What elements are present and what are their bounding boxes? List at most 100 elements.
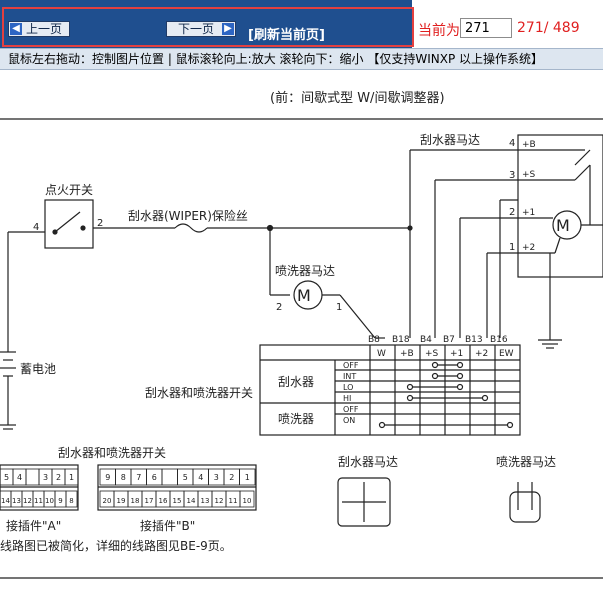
b-label-2: B4: [420, 335, 432, 345]
connector-pin-number: 3: [43, 473, 48, 482]
connector-pin-number: 2: [56, 473, 61, 482]
connector-pin-number: 12: [215, 497, 224, 505]
page-total: 271/ 489: [517, 20, 580, 36]
connector-pin-number: 10: [243, 497, 252, 505]
connector-pin-number: 14: [1, 497, 10, 505]
connector-b-labels: B8 B18 B4 B7 B13 B16: [368, 335, 508, 345]
bottom-switch-title: 刮水器和喷洗器开关: [58, 446, 166, 460]
connector-cell: [65, 490, 78, 508]
wiper-motor-symbol: M: [556, 216, 570, 235]
connector-pin-number: 17: [145, 497, 154, 505]
washer-row-label: 喷洗器: [278, 412, 314, 426]
row-label-3: HI: [343, 394, 351, 403]
arrow-right-icon: ▶: [222, 23, 234, 35]
connector-pin-number: 3: [214, 473, 219, 482]
refresh-link[interactable]: [刷新当前页]: [248, 28, 325, 43]
washer-motor-pin-1: 1: [336, 302, 342, 313]
ignition-pin-4: 4: [33, 222, 39, 233]
connector-cell: [25, 468, 40, 486]
col-label-4: +2: [475, 349, 488, 359]
connector-pin-number: 5: [4, 473, 9, 482]
col-label-1: +B: [400, 349, 414, 359]
connector-cell: [64, 468, 79, 486]
col-label-3: +1: [450, 349, 463, 359]
connector-pin-number: 11: [34, 497, 43, 505]
connector-pin-number: 13: [201, 497, 210, 505]
motor-terminal-plus-b: +B: [522, 140, 536, 150]
wiper-motor-pin-1: 1: [509, 242, 515, 253]
connector-pin-number: 4: [198, 473, 203, 482]
washer-motor-pin-2: 2: [276, 302, 282, 313]
connector-pin-number: 20: [103, 497, 112, 505]
next-page-button[interactable]: 下一页 ▶: [166, 21, 236, 37]
row-label-4: OFF: [343, 405, 359, 414]
wiper-motor-pin-3: 3: [509, 170, 515, 181]
row-label-1: INT: [343, 372, 356, 381]
connector-pin-number: 6: [152, 473, 157, 482]
washer-motor-symbol: M: [297, 286, 311, 305]
prev-page-button[interactable]: ◀ 上一页: [8, 21, 70, 37]
washer-motor-label: 喷洗器马达: [275, 264, 335, 278]
connector-pin-number: 15: [173, 497, 182, 505]
switch-row-labels: OFF INT LO HI OFF ON: [343, 361, 359, 425]
switch-title-label: 刮水器和喷洗器开关: [145, 386, 253, 400]
connector-pin-number: 4: [17, 473, 22, 482]
connector-pin-number: 8: [121, 473, 126, 482]
switch-column-labels: W +B +S +1 +2 EW: [377, 349, 514, 359]
wiper-motor-label: 刮水器马达: [420, 133, 480, 147]
connector-pin-number: 12: [23, 497, 32, 505]
usage-hint: 鼠标左右拖动：控制图片位置 | 鼠标滚轮向上:放大 滚轮向下：缩小 【仅支持WI…: [0, 48, 603, 70]
wiring-diagram-viewer[interactable]: (前：间歇式型 W/间歇调整器) 刮水器马达 点火开关 刮水器(WIPER)保险…: [0, 70, 603, 600]
connector-pin-number: 9: [58, 497, 62, 505]
connector-pin-number: 16: [159, 497, 168, 505]
wiper-motor-pin-2: 2: [509, 207, 515, 218]
connector-pin-number: 10: [45, 497, 54, 505]
connector-pin-number: 19: [117, 497, 126, 505]
fuse-label: 刮水器(WIPER)保险丝: [128, 208, 248, 223]
wiring-diagram: (前：间歇式型 W/间歇调整器) 刮水器马达 点火开关 刮水器(WIPER)保险…: [0, 90, 603, 579]
connector-pin-number: 1: [69, 473, 74, 482]
connector-cell: [239, 490, 255, 508]
col-label-2: +S: [425, 349, 439, 359]
col-label-0: W: [377, 349, 386, 359]
col-label-5: EW: [499, 349, 514, 359]
prev-page-label: 上一页: [25, 22, 62, 36]
connector-pin-number: 14: [187, 497, 196, 505]
connector-b-bottom-row: 20 19 18 17 16 15 14 13 12 11 10: [99, 490, 255, 508]
row-label-2: LO: [343, 383, 353, 392]
connector-pin-number: 18: [131, 497, 140, 505]
wiper-row-label: 刮水器: [278, 375, 314, 389]
bottom-washer-motor-label: 喷洗器马达: [496, 455, 556, 469]
connector-pin-number: 9: [105, 473, 110, 482]
ignition-pin-2: 2: [97, 218, 103, 229]
b-label-4: B13: [465, 335, 483, 345]
diagram-title: (前：间歇式型 W/间歇调整器): [270, 90, 445, 106]
connector-pin-number: 8: [69, 497, 73, 505]
connector-pin-number: 7: [136, 473, 141, 482]
connector-pin-number: 2: [229, 473, 234, 482]
b-label-0: B8: [368, 335, 380, 345]
bottom-wiper-motor-label: 刮水器马达: [338, 455, 398, 469]
diagram-note: 线路图已被简化，详细的线路图见BE-9页。: [0, 538, 232, 553]
connector-cell: [161, 468, 178, 486]
battery-label: 蓄电池: [20, 362, 56, 376]
b-label-3: B7: [443, 335, 455, 345]
connector-pin-number: 1: [245, 473, 250, 482]
connector-cell: [239, 468, 256, 486]
motor-terminal-plus-s: +S: [522, 170, 536, 180]
wiper-motor-pin-4: 4: [509, 138, 515, 149]
connector-pin-number: 11: [229, 497, 238, 505]
next-page-label: 下一页: [177, 22, 214, 36]
connector-pin-number: 13: [12, 497, 21, 505]
b-label-1: B18: [392, 335, 410, 345]
page-number-input[interactable]: [460, 18, 512, 38]
arrow-left-icon: ◀: [10, 23, 22, 35]
row-label-5: ON: [343, 416, 355, 425]
toolbar: ◀ 上一页 下一页 ▶ [刷新当前页] 当前为 271/ 489: [0, 0, 603, 48]
ignition-switch-label: 点火开关: [45, 183, 93, 197]
row-label-0: OFF: [343, 361, 359, 370]
motor-terminal-plus-1: +1: [522, 208, 535, 218]
highlight-box: [2, 7, 414, 47]
connector-a-label: 接插件"A": [6, 518, 61, 533]
